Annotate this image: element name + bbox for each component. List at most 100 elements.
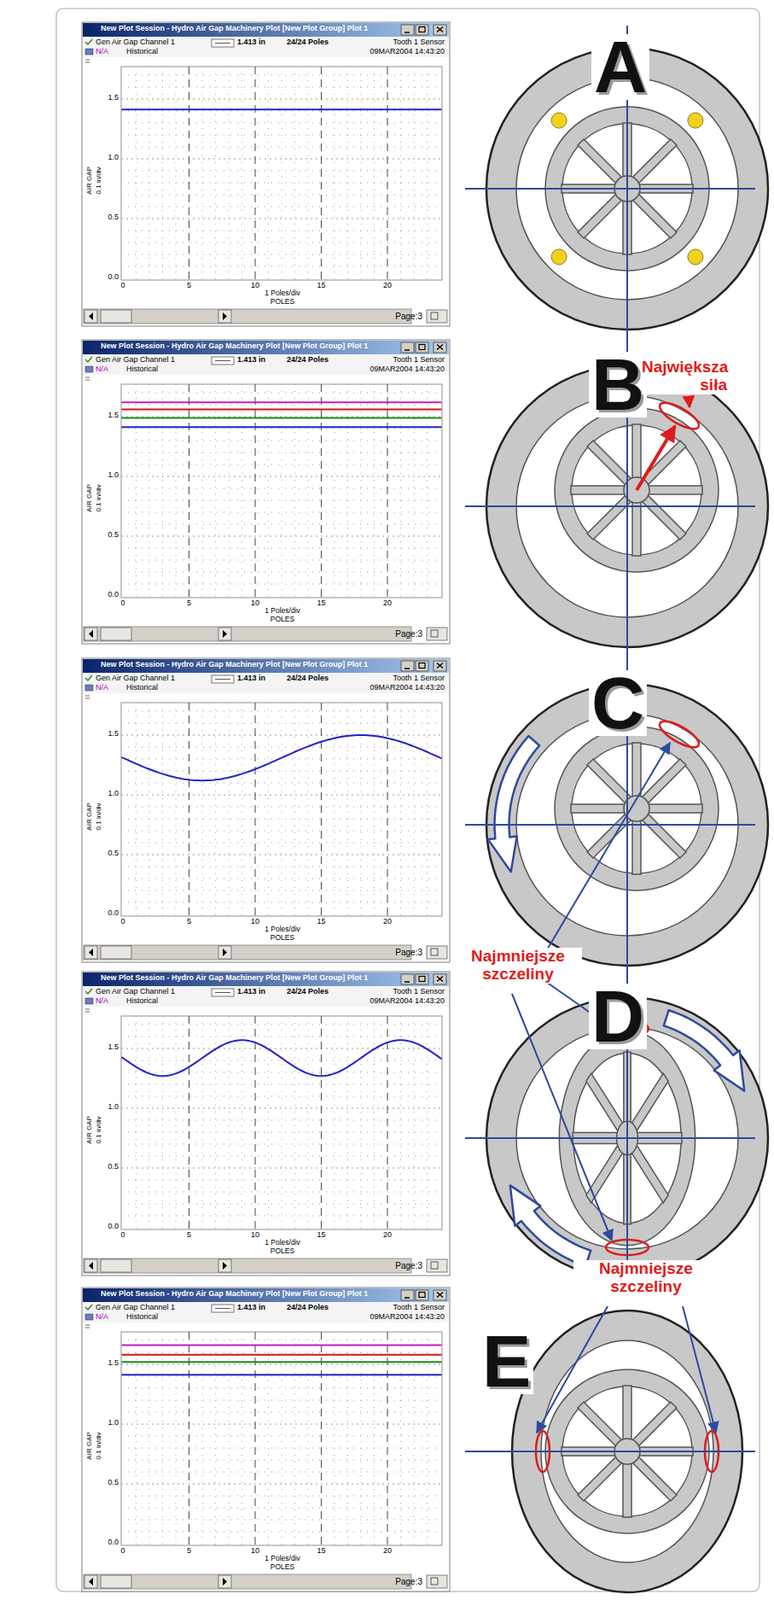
grid-line: [241, 1331, 243, 1545]
channel-status: N/A: [95, 1312, 109, 1322]
grid-line: [121, 170, 443, 172]
window-button: [401, 342, 414, 353]
y-tick: 0.5: [107, 1478, 119, 1487]
scroll-button: [84, 945, 98, 959]
grid-line: [373, 702, 375, 916]
na-icon: [85, 684, 94, 691]
x-tick: 10: [250, 599, 260, 608]
axis-title: AIR GAP: [86, 166, 94, 194]
grid-line: [294, 702, 296, 916]
page-button: [426, 627, 448, 641]
channel-name: Gen Air Gap Channel 1: [95, 674, 175, 683]
grid-line: [281, 702, 283, 916]
plot-window: [81, 339, 450, 644]
axis-scale: 1 Poles/div: [264, 606, 301, 615]
window-button: [415, 660, 429, 671]
grid-line: [386, 702, 388, 916]
grid-line: [121, 830, 443, 832]
axis-scale: 1 Poles/div: [264, 289, 301, 297]
grid-line: [426, 384, 428, 598]
rotor-inner: [571, 424, 702, 555]
grid-line: [347, 1015, 349, 1229]
grid-line: [121, 1143, 443, 1145]
y-tick: 0.0: [107, 908, 119, 918]
grid-line: [121, 1471, 443, 1473]
scroll-arrow: [222, 629, 227, 638]
grid-line: [121, 559, 443, 561]
close-glyph: [436, 1291, 443, 1298]
channel-name: Gen Air Gap Channel 1: [95, 987, 175, 996]
scroll-button: [218, 1574, 232, 1588]
grid-line: [121, 782, 443, 784]
leader-arrow: [682, 1305, 716, 1432]
reading-value: 1.413 in: [237, 674, 266, 683]
y-tick: 1.5: [107, 1358, 119, 1368]
grid-line: [360, 384, 362, 598]
page-icon: [430, 1577, 438, 1584]
grid-line: [202, 1015, 204, 1229]
grid-line: [162, 66, 163, 280]
minimize-glyph: [404, 349, 410, 351]
axis-line: [626, 25, 629, 1296]
scroll-thumb: [100, 1258, 132, 1272]
plot-window: [81, 1286, 450, 1591]
grid-line: [347, 66, 349, 280]
value-icon: [211, 39, 234, 47]
grid-line: [281, 66, 283, 280]
minimize-glyph: [404, 980, 410, 983]
x-tick: 0: [120, 281, 125, 291]
axis-line: [465, 1136, 756, 1139]
grid-line: [121, 512, 443, 513]
channel-name: Gen Air Gap Channel 1: [95, 1303, 175, 1312]
value-icon: [211, 988, 234, 996]
window-button: [401, 24, 414, 35]
grid-line: [188, 384, 190, 598]
data-line: [121, 1360, 442, 1362]
x-tick: 5: [186, 599, 192, 608]
window-title: New Plot Session - Hydro Air Gap Machine…: [100, 973, 368, 983]
grid-line: [121, 1459, 443, 1461]
grid-line: [334, 1331, 336, 1545]
grid-line: [121, 206, 443, 208]
grid-line: [294, 384, 296, 598]
channel-icon: [85, 39, 93, 45]
axis-title: POLES: [270, 1246, 295, 1255]
axis-title: POLES: [270, 297, 295, 306]
grid-line: [320, 1015, 322, 1229]
scroll-arrow: [222, 1261, 227, 1269]
outer-frame: [56, 8, 760, 1591]
grid-line: [400, 66, 402, 280]
page-number: Page:3: [395, 1260, 423, 1270]
grid-line: [241, 384, 243, 598]
data-mode: Historical: [126, 365, 158, 374]
grid-line: [121, 122, 443, 124]
grid-line: [121, 392, 443, 394]
grid-line: [202, 1331, 204, 1545]
air-gap-sensor: [551, 249, 567, 265]
grid-line: [121, 1339, 443, 1341]
grid-line: [281, 384, 283, 598]
grid-line: [149, 384, 151, 598]
header-strip: [82, 1301, 449, 1322]
plot-area: [121, 66, 443, 280]
title-bar: [82, 23, 449, 37]
panel-letter: D: [588, 983, 647, 1049]
scroll-button: [218, 945, 232, 959]
sensor-name: Tooth 1 Sensor: [392, 38, 445, 47]
axis-line: [465, 505, 756, 507]
y-tick: 1.5: [107, 411, 119, 420]
grid-line: [400, 384, 402, 598]
grid-line: [121, 1095, 443, 1097]
grid-line: [254, 702, 256, 916]
value-icon: [211, 356, 234, 365]
grid-line: [413, 1331, 415, 1545]
data-line: [121, 734, 442, 780]
pole-count: 24/24 Poles: [286, 987, 329, 996]
grid-line: [121, 902, 443, 903]
grid-line: [281, 1331, 283, 1545]
panel-letter: C: [588, 669, 647, 736]
grid-line: [135, 702, 137, 916]
callout-label: Największa siła: [641, 358, 728, 395]
x-tick: 5: [186, 1546, 192, 1555]
plot-area: [121, 1331, 443, 1545]
